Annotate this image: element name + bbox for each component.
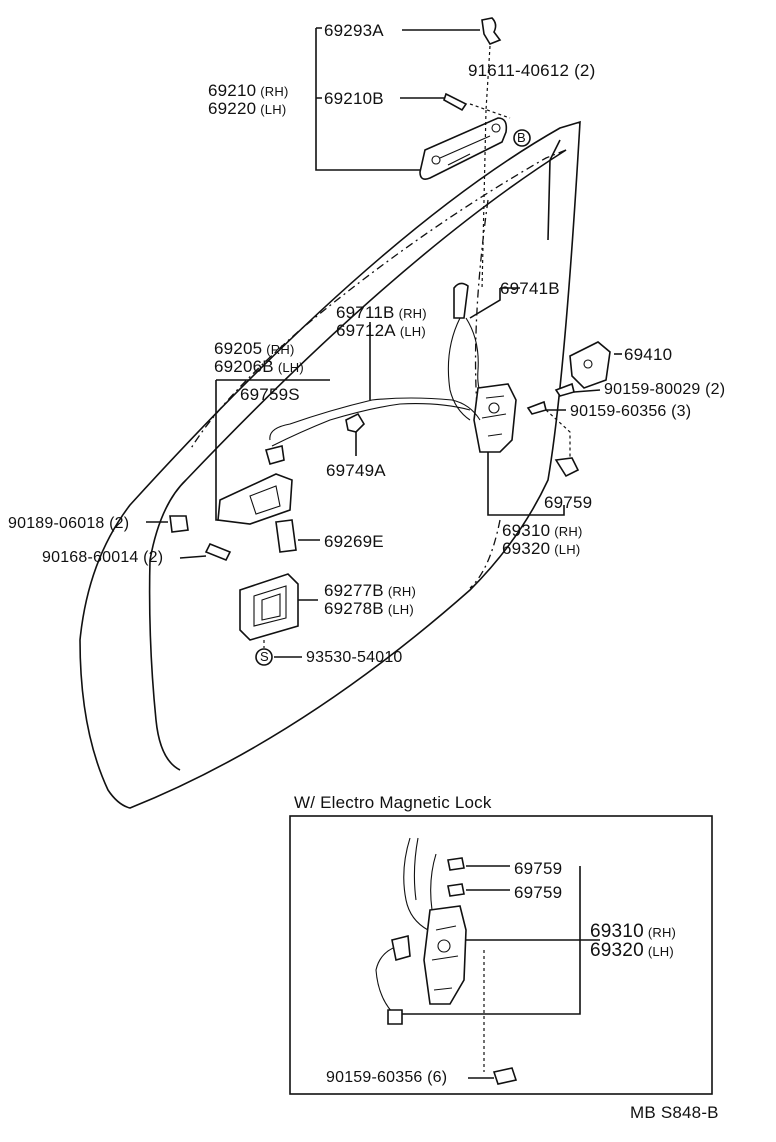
clip-69749A-part bbox=[345, 412, 366, 433]
label-69320-num: 69320 bbox=[502, 539, 551, 558]
bolt-part bbox=[443, 92, 468, 112]
label-90168-60014: 90168-60014 (2) bbox=[42, 549, 164, 566]
lh-tag: (LH) bbox=[399, 324, 426, 339]
rh-tag: (RH) bbox=[647, 925, 677, 940]
label-69277B-num: 69277B bbox=[324, 581, 384, 600]
label-69410: 69410 bbox=[624, 345, 673, 364]
lh-tag: (LH) bbox=[277, 360, 304, 375]
bracket-69410-part bbox=[569, 341, 611, 389]
inset-label-90159-60356: 90159-60356 (6) bbox=[326, 1069, 448, 1086]
label-69293A: 69293A bbox=[324, 21, 384, 40]
inset-label-69320-num: 69320 bbox=[590, 940, 644, 961]
inside-handle-part bbox=[217, 473, 293, 525]
s-mark bbox=[255, 648, 273, 666]
label-69206B-num: 69206B bbox=[214, 357, 274, 376]
label-69269E: 69269E bbox=[324, 532, 384, 551]
inset-label-69759-b: 69759 bbox=[514, 883, 563, 902]
rh-tag: (RH) bbox=[554, 524, 583, 539]
label-69277B: 69277B(RH) bbox=[324, 582, 416, 599]
label-69206B: 69206B(LH) bbox=[214, 358, 304, 375]
label-69210B: 69210B bbox=[324, 89, 384, 108]
label-69278B: 69278B(LH) bbox=[324, 600, 414, 617]
clip-69759-part bbox=[554, 457, 580, 478]
rh-tag: (RH) bbox=[260, 84, 289, 99]
lh-tag: (LH) bbox=[387, 602, 414, 617]
lh-tag: (LH) bbox=[260, 102, 287, 117]
door-lock-part bbox=[473, 383, 517, 453]
mark-b-text: B bbox=[517, 130, 526, 145]
screw-part-2 bbox=[526, 400, 547, 415]
inset-label-69320: 69320(LH) bbox=[590, 941, 674, 960]
label-69749A: 69749A bbox=[326, 461, 386, 480]
inset-box bbox=[289, 815, 713, 1095]
rh-tag: (RH) bbox=[398, 306, 427, 321]
label-69759S: 69759S bbox=[240, 385, 300, 404]
label-69210-num: 69210 bbox=[208, 81, 257, 100]
label-69759: 69759 bbox=[544, 493, 593, 512]
label-69220: 69220(LH) bbox=[208, 100, 286, 117]
inset-lock-part bbox=[375, 837, 467, 1025]
label-69711B: 69711B(RH) bbox=[336, 304, 427, 321]
pad-69269E-part bbox=[275, 519, 297, 553]
inset-label-69310: 69310(RH) bbox=[590, 922, 676, 941]
label-93530-54010: 93530-54010 bbox=[306, 649, 403, 666]
label-91611-40612: 91611-40612 (2) bbox=[468, 61, 596, 80]
label-69220-num: 69220 bbox=[208, 99, 257, 118]
label-69320: 69320(LH) bbox=[502, 540, 580, 557]
grommet-part bbox=[169, 515, 189, 533]
label-69741B: 69741B bbox=[500, 279, 560, 298]
clip-69759S-part bbox=[265, 445, 285, 465]
label-69210: 69210(RH) bbox=[208, 82, 289, 99]
lh-tag: (LH) bbox=[554, 542, 581, 557]
label-69310-num: 69310 bbox=[502, 521, 551, 540]
label-69278B-num: 69278B bbox=[324, 599, 384, 618]
door-outline bbox=[79, 120, 581, 809]
label-69205-num: 69205 bbox=[214, 339, 263, 358]
label-90189-06018: 90189-06018 (2) bbox=[8, 515, 130, 532]
rh-tag: (RH) bbox=[266, 342, 295, 357]
bezel-69277B-part bbox=[239, 573, 299, 641]
clip-part bbox=[481, 17, 502, 45]
inset-label-69759-a: 69759 bbox=[514, 859, 563, 878]
label-69711B-num: 69711B bbox=[336, 303, 395, 322]
inset-label-69310-num: 69310 bbox=[590, 921, 644, 942]
screw-90168-part bbox=[204, 542, 232, 562]
remote-rod-part bbox=[269, 397, 481, 447]
label-69310: 69310(RH) bbox=[502, 522, 583, 539]
inset-title: W/ Electro Magnetic Lock bbox=[294, 793, 492, 812]
inset-screw-part bbox=[492, 1067, 518, 1085]
b-mark bbox=[513, 129, 531, 147]
label-90159-60356-3: 90159-60356 (3) bbox=[570, 403, 692, 420]
lock-rod-part bbox=[447, 282, 491, 421]
label-90159-80029: 90159-80029 (2) bbox=[604, 381, 726, 398]
rh-tag: (RH) bbox=[387, 584, 417, 599]
label-69712A: 69712A(LH) bbox=[336, 322, 426, 339]
diagram-code: MB S848-B bbox=[630, 1103, 719, 1122]
label-69205: 69205(RH) bbox=[214, 340, 295, 357]
screw-part bbox=[554, 382, 575, 397]
mark-s-text: S bbox=[260, 649, 269, 664]
outside-handle-part bbox=[419, 117, 508, 180]
label-69712A-num: 69712A bbox=[336, 321, 396, 340]
lh-tag: (LH) bbox=[647, 944, 674, 959]
